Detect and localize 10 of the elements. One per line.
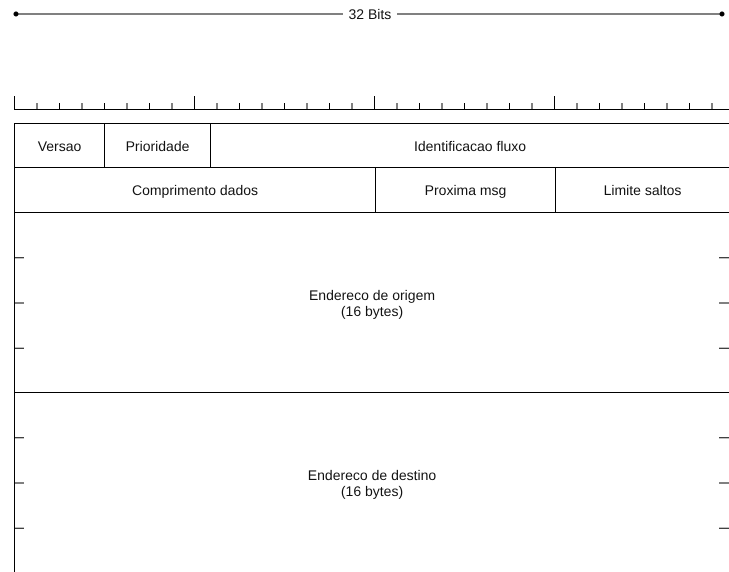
field-label: Versao	[38, 138, 82, 154]
header-field-box	[14, 123, 105, 168]
width-label: 32 Bits	[342, 6, 398, 22]
field-label: Comprimento dados	[132, 182, 258, 198]
field-label: Limite saltos	[604, 182, 682, 198]
field-label: Prioridade	[126, 138, 190, 154]
field-label: Endereco de origem (16 bytes)	[308, 286, 436, 318]
field-label: Identificacao fluxo	[414, 138, 526, 154]
field-label: Endereco de destino (16 bytes)	[306, 466, 438, 498]
field-label: Proxima msg	[424, 182, 506, 198]
